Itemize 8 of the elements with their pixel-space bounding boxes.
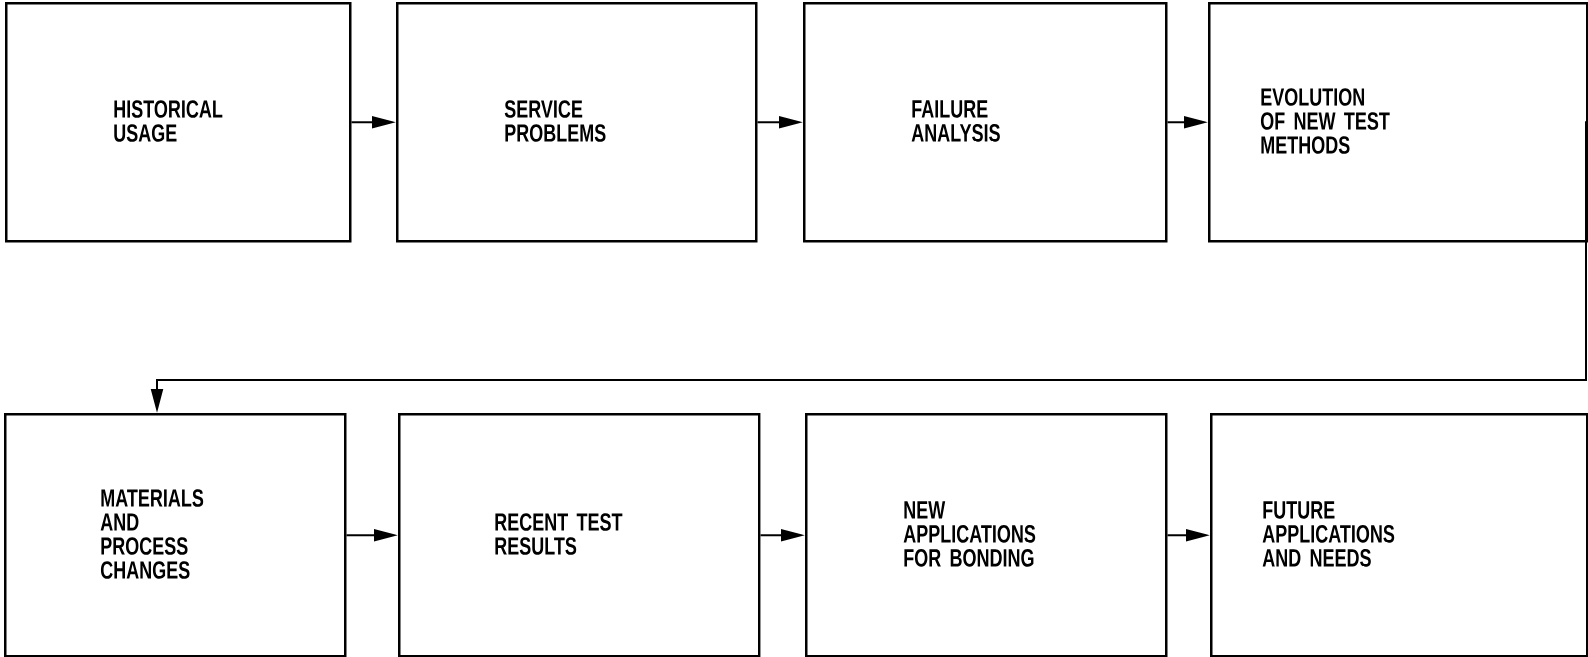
process-box: EVOLUTION OF NEW TEST METHODS bbox=[1208, 2, 1588, 243]
process-box: MATERIALS AND PROCESS CHANGES bbox=[4, 413, 347, 657]
process-box: FAILURE ANALYSIS bbox=[803, 2, 1168, 243]
process-box: NEW APPLICATIONS FOR BONDING bbox=[805, 413, 1168, 657]
process-box: RECENT TEST RESULTS bbox=[398, 413, 761, 657]
process-box: SERVICE PROBLEMS bbox=[396, 2, 758, 243]
process-box: HISTORICAL USAGE bbox=[5, 2, 352, 243]
process-box: FUTURE APPLICATIONS AND NEEDS bbox=[1210, 413, 1588, 657]
